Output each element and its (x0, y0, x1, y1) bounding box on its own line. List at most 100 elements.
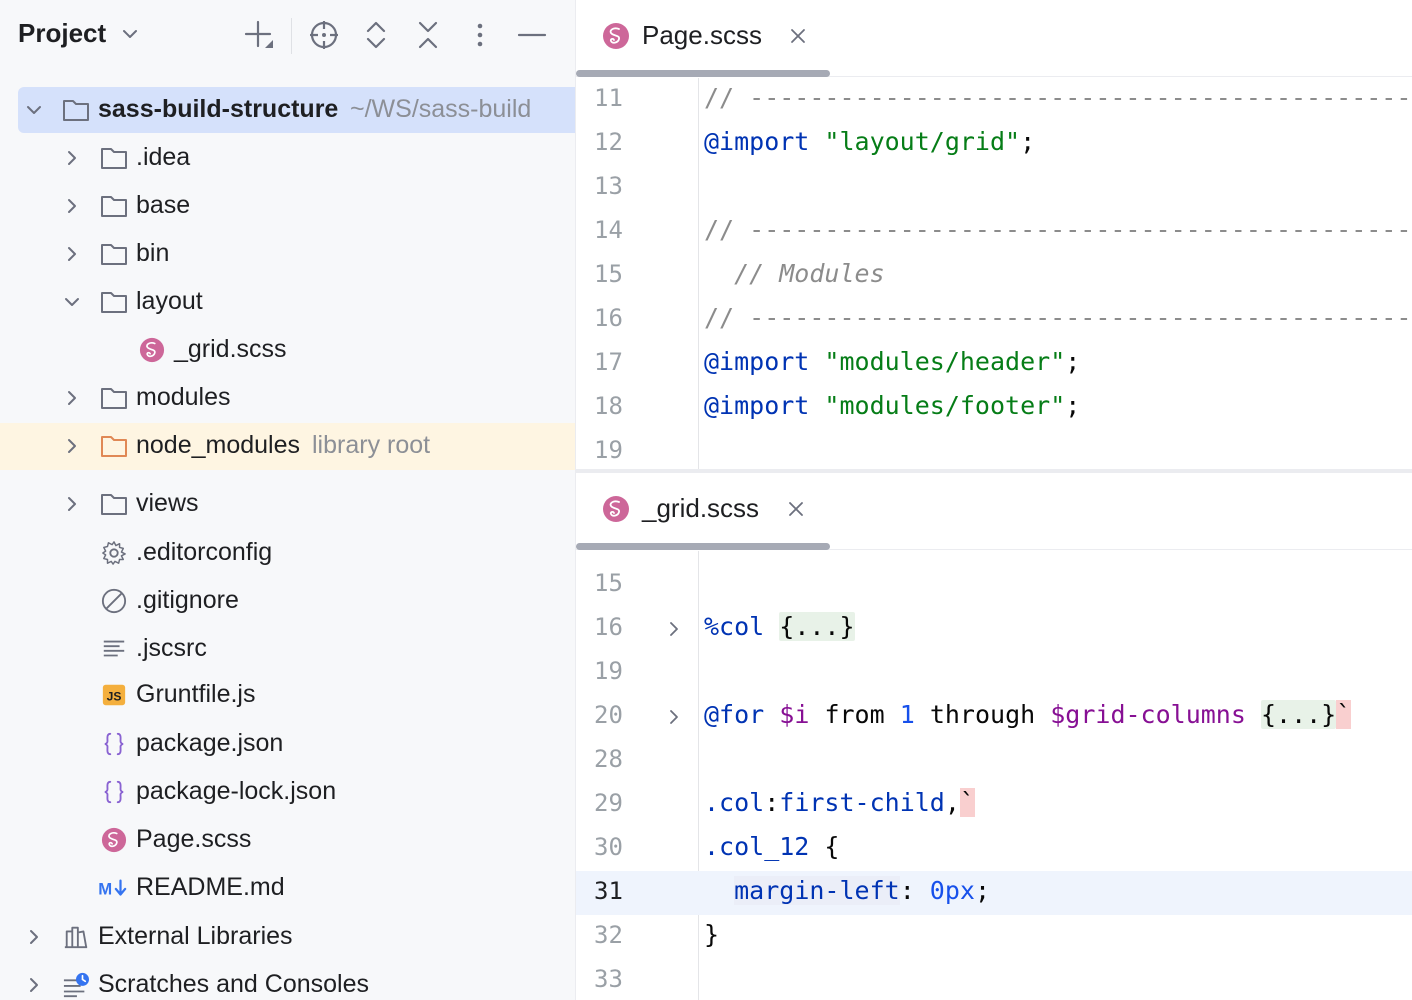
code-token[interactable]: {...} (1261, 700, 1336, 729)
chevron-down-icon[interactable] (120, 24, 140, 44)
code-token[interactable]: {...} (779, 612, 854, 641)
tree-item[interactable]: .jscsrc (0, 626, 575, 672)
chevron-right-icon[interactable] (62, 494, 82, 514)
code-token: .col_12 (704, 832, 809, 861)
chevron-down-icon[interactable] (62, 292, 82, 312)
close-icon[interactable] (788, 26, 808, 46)
tree-item-label: bin (136, 239, 169, 268)
code-line[interactable]: 16// -----------------------------------… (576, 298, 1412, 342)
tree-item-hint: ~/WS/sass-build (350, 95, 531, 124)
code-line[interactable]: 12@import "layout/grid"; (576, 122, 1412, 166)
code-token (1246, 700, 1261, 729)
toolbar-separator (291, 18, 292, 54)
editor-page-scss[interactable]: Page.scss 11// -------------------------… (576, 0, 1412, 469)
chevron-right-icon[interactable] (62, 148, 82, 168)
tree-item[interactable]: _grid.scss (0, 327, 575, 373)
tab-grid-scss[interactable]: _grid.scss (576, 473, 830, 549)
tree-item[interactable]: modules (0, 375, 575, 421)
code-text: @import "layout/grid"; (704, 127, 1035, 156)
tree-item-label: package.json (136, 729, 283, 758)
tree-item-label: .gitignore (136, 586, 239, 615)
tree-item[interactable]: base (0, 183, 575, 229)
svg-text:JS: JS (107, 690, 122, 704)
line-number: 19 (594, 657, 644, 685)
locate-icon[interactable] (307, 18, 341, 52)
tree-item[interactable]: MREADME.md (0, 865, 575, 911)
collapse-all-icon[interactable] (411, 18, 445, 52)
hide-icon[interactable] (515, 18, 549, 52)
code-line[interactable]: 18@import "modules/footer"; (576, 386, 1412, 430)
code-line[interactable]: 20@for $i from 1 through $grid-columns {… (576, 695, 1412, 739)
code-token: from (809, 700, 899, 729)
code-text: .col_12 { (704, 832, 839, 861)
editor-tab-bar: Page.scss (576, 0, 1412, 77)
code-line[interactable]: 16%col {...} (576, 607, 1412, 651)
tree-item[interactable]: node_moduleslibrary root (0, 423, 575, 470)
chevron-right-icon[interactable] (62, 196, 82, 216)
chevron-right-icon[interactable] (24, 975, 44, 995)
code-line[interactable]: 28 (576, 739, 1412, 783)
code-line[interactable]: 13 (576, 166, 1412, 210)
tree-item[interactable]: External Libraries (0, 914, 575, 960)
line-number: 31 (594, 877, 644, 905)
code-line[interactable]: 14// -----------------------------------… (576, 210, 1412, 254)
project-panel-title[interactable]: Project (18, 18, 106, 49)
tree-item-label: sass-build-structure (98, 95, 338, 124)
code-line[interactable]: 15 // Modules (576, 254, 1412, 298)
add-icon[interactable] (241, 18, 275, 52)
line-number: 13 (594, 172, 644, 200)
line-number: 30 (594, 833, 644, 861)
tree-item[interactable]: views (0, 481, 575, 527)
code-line[interactable]: 17@import "modules/header"; (576, 342, 1412, 386)
editor-grid-scss[interactable]: _grid.scss 1516%col {...} 19 20@for $i fro… (576, 473, 1412, 1000)
code-line[interactable]: 19 (576, 651, 1412, 695)
code-token: first-child (779, 788, 945, 817)
code-token: ; (1065, 347, 1080, 376)
chevron-right-icon[interactable] (24, 927, 44, 947)
chevron-right-icon[interactable] (62, 388, 82, 408)
tree-item[interactable]: JSGruntfile.js (0, 672, 575, 718)
code-line[interactable]: 30 .col_12 { (576, 827, 1412, 871)
tree-item[interactable]: Page.scss (0, 817, 575, 863)
code-line[interactable]: 11// -----------------------------------… (576, 78, 1412, 122)
tree-item[interactable]: layout (0, 279, 575, 325)
code-line[interactable]: 19 (576, 430, 1412, 469)
expand-all-icon[interactable] (359, 18, 393, 52)
sass-file-icon (602, 22, 630, 50)
tree-item[interactable]: .idea (0, 135, 575, 181)
code-token: : (764, 788, 779, 817)
code-line[interactable]: 33 (576, 959, 1412, 1000)
tree-item-label: base (136, 191, 190, 220)
code-token (809, 391, 824, 420)
line-number: 11 (594, 84, 644, 112)
tree-item[interactable]: sass-build-structure ~/WS/sass-build (18, 87, 575, 133)
tree-item-label: .editorconfig (136, 538, 272, 567)
settings-file-icon (100, 540, 128, 566)
chevron-down-icon[interactable] (24, 100, 44, 120)
code-line[interactable]: 15 (576, 563, 1412, 607)
library-folder-icon (100, 433, 128, 459)
tree-item[interactable]: .gitignore (0, 578, 575, 624)
code-token: "layout/grid" (824, 127, 1020, 156)
tab-title: Page.scss (642, 20, 762, 51)
tree-item[interactable]: package.json (0, 721, 575, 767)
tree-item[interactable]: package-lock.json (0, 769, 575, 815)
close-icon[interactable] (786, 499, 806, 519)
sass-file-icon (602, 495, 630, 523)
code-line[interactable]: 29.col:first-child,` (576, 783, 1412, 827)
tree-item[interactable]: .editorconfig (0, 530, 575, 576)
code-line[interactable]: 32} (576, 915, 1412, 959)
chevron-right-icon[interactable] (62, 436, 82, 456)
more-options-icon[interactable] (463, 18, 497, 52)
fold-chevron-icon[interactable] (664, 707, 684, 727)
chevron-right-icon[interactable] (62, 244, 82, 264)
tree-item-label: node_modules (136, 431, 300, 460)
code-line-current[interactable]: 31 margin-left: 0px; (576, 871, 1412, 915)
tree-item[interactable]: Scratches and Consoles (0, 962, 575, 1000)
code-token: { (809, 832, 839, 861)
code-token: ` (960, 788, 975, 817)
tree-item[interactable]: bin (0, 231, 575, 277)
tab-page-scss[interactable]: Page.scss (576, 0, 830, 76)
fold-chevron-icon[interactable] (664, 619, 684, 639)
markdown-file-icon: M (97, 875, 131, 901)
